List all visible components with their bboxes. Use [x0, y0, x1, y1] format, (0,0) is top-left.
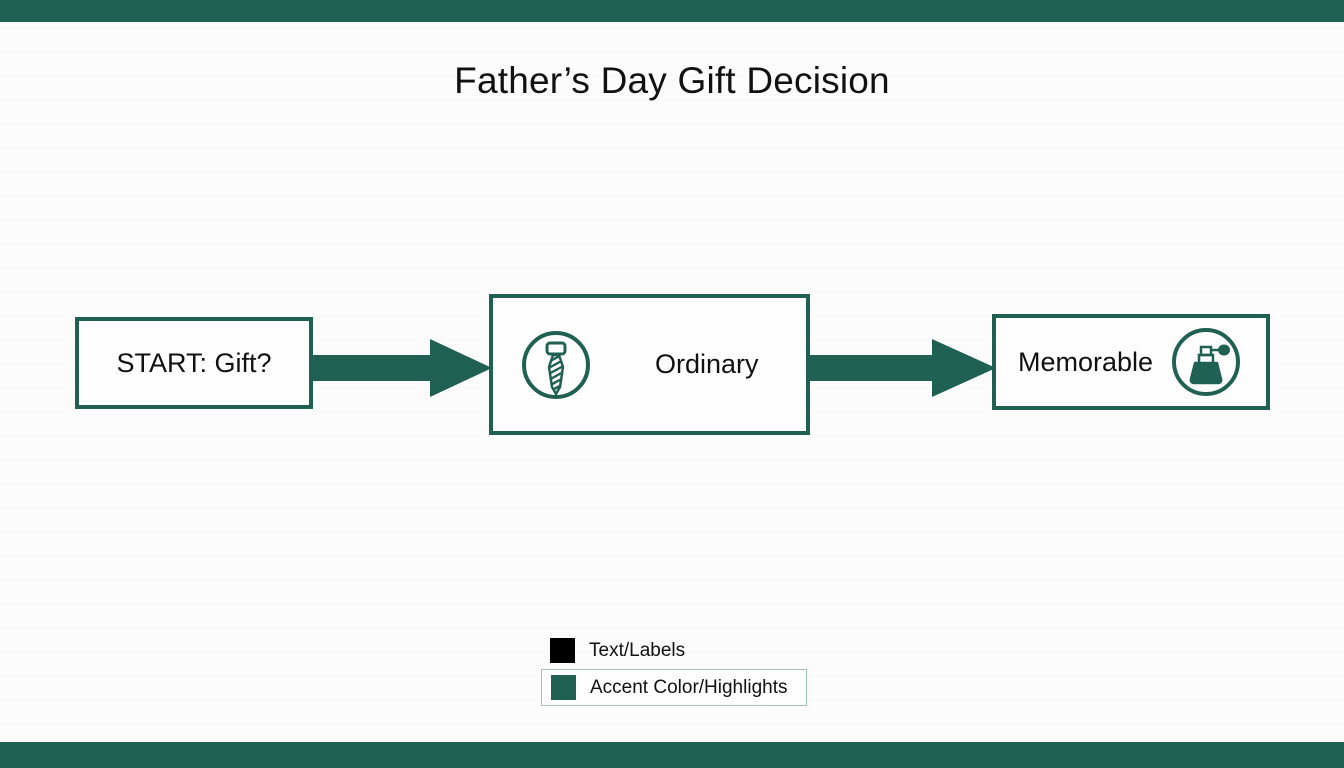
top-accent-band: [0, 0, 1344, 22]
flow-node-ordinary[interactable]: Ordinary: [489, 294, 810, 435]
flow-node-ordinary-label: Ordinary: [655, 349, 759, 379]
legend-item-accent-color: Accent Color/Highlights: [541, 669, 807, 706]
flow-node-start[interactable]: START: Gift?: [75, 317, 313, 409]
flow-arrow-2: [808, 339, 996, 397]
legend-swatch-accent-color: [551, 675, 576, 700]
legend-swatch-text-labels: [550, 638, 575, 663]
legend-item-text-labels: Text/Labels: [541, 632, 807, 669]
legend-label-accent-color: Accent Color/Highlights: [590, 677, 788, 698]
perfume-bottle-icon: [1172, 328, 1241, 396]
flow-node-memorable-label: Memorable: [1018, 346, 1154, 377]
flow-arrow-1: [312, 339, 492, 397]
page-title: Father’s Day Gift Decision: [454, 60, 890, 101]
legend-label-text-labels: Text/Labels: [589, 640, 686, 661]
bottom-accent-band: [0, 742, 1344, 768]
necktie-icon: [522, 330, 590, 399]
legend: Text/Labels Accent Color/Highlights: [541, 632, 807, 706]
flow-node-memorable[interactable]: Memorable: [992, 314, 1270, 410]
flow-node-start-label: START: Gift?: [116, 347, 272, 378]
